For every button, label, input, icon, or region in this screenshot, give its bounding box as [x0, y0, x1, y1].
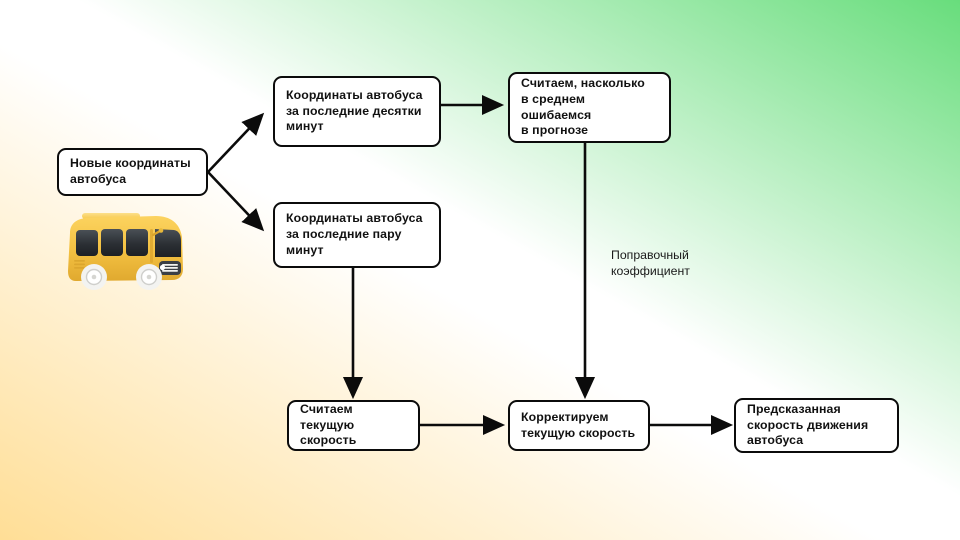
bus-wheel-front — [136, 264, 162, 290]
node-coords-tens[interactable]: Координаты автобуса за последние десятки… — [273, 76, 441, 147]
bus-windshield — [155, 229, 181, 257]
node-avg-error[interactable]: Считаем, насколько в среднем ошибаемся в… — [508, 72, 671, 143]
bus-headlight-bars — [162, 264, 178, 272]
node-predicted-speed-label: Предсказанная скорость движения автобуса — [747, 401, 869, 448]
node-correct-speed[interactable]: Корректируем текущую скорость — [508, 400, 650, 451]
bus-illustration — [68, 213, 183, 290]
bus-vents — [74, 260, 85, 269]
node-coords-couple[interactable]: Координаты автобуса за последние пару ми… — [273, 202, 441, 268]
node-predicted-speed[interactable]: Предсказанная скорость движения автобуса — [734, 398, 899, 453]
bus-mirror — [151, 229, 162, 237]
node-current-speed-label: Считаем текущую скорость — [300, 401, 357, 448]
node-current-speed[interactable]: Считаем текущую скорость — [287, 400, 420, 451]
bus-window-3 — [126, 229, 148, 256]
bus-mirror-glass — [158, 228, 164, 233]
bus-window-2 — [101, 229, 123, 256]
edge-new-coords-to-coords-tens — [207, 112, 265, 173]
node-avg-error-label: Считаем, насколько в среднем ошибаемся в… — [521, 76, 645, 138]
node-new-coords-label: Новые координаты автобуса — [70, 156, 191, 186]
edge-new-coords-to-coords-couple — [207, 171, 265, 232]
bus-wheel-rear — [81, 264, 107, 290]
bus-door-seam — [150, 229, 153, 263]
bus-window-1 — [76, 230, 98, 256]
bus-headlight — [159, 264, 166, 271]
node-new-coords[interactable]: Новые координаты автобуса — [57, 148, 208, 196]
node-coords-tens-label: Координаты автобуса за последние десятки… — [286, 87, 423, 134]
node-coords-couple-label: Координаты автобуса за последние пару ми… — [286, 211, 423, 257]
node-correct-speed-label: Корректируем текущую скорость — [521, 409, 636, 440]
edge-label-correction-coefficient: Поправочный коэффициент — [611, 248, 690, 278]
